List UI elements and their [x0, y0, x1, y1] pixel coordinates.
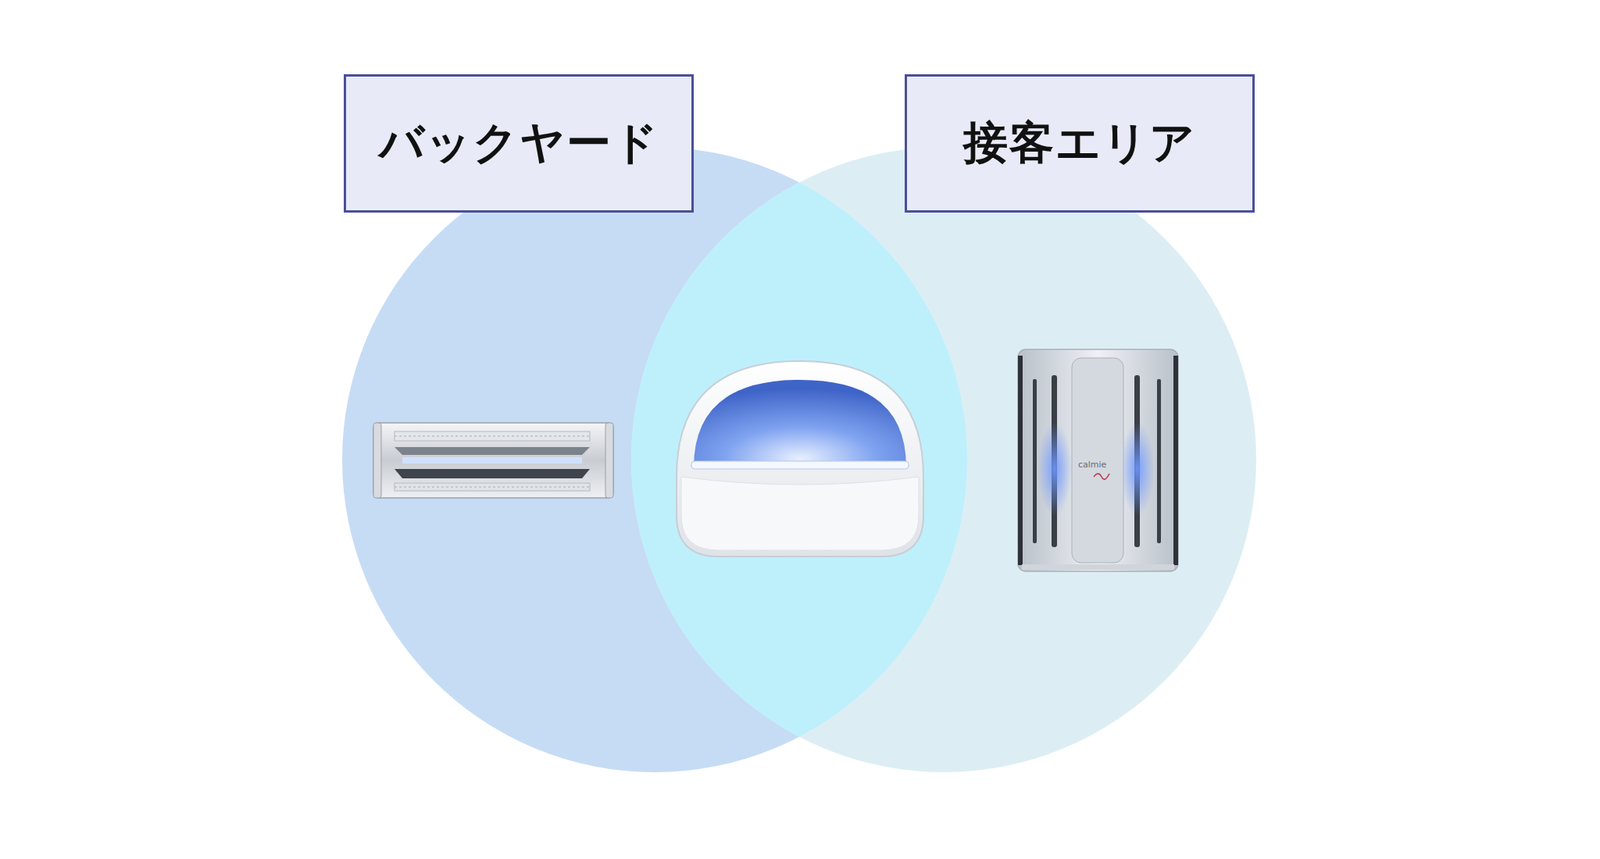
brand-logo-text: calmie	[1078, 459, 1107, 470]
venn-circle	[631, 146, 1257, 772]
category-label: バックヤード	[378, 113, 660, 174]
category-label-box: 接客エリア	[904, 74, 1255, 213]
category-label: 接客エリア	[963, 113, 1197, 174]
category-label-box: バックヤード	[343, 74, 694, 213]
dual-use-device	[676, 360, 924, 557]
customer-area-device	[1017, 349, 1179, 572]
backyard-device	[373, 422, 614, 498]
venn-overlap	[631, 146, 1257, 772]
